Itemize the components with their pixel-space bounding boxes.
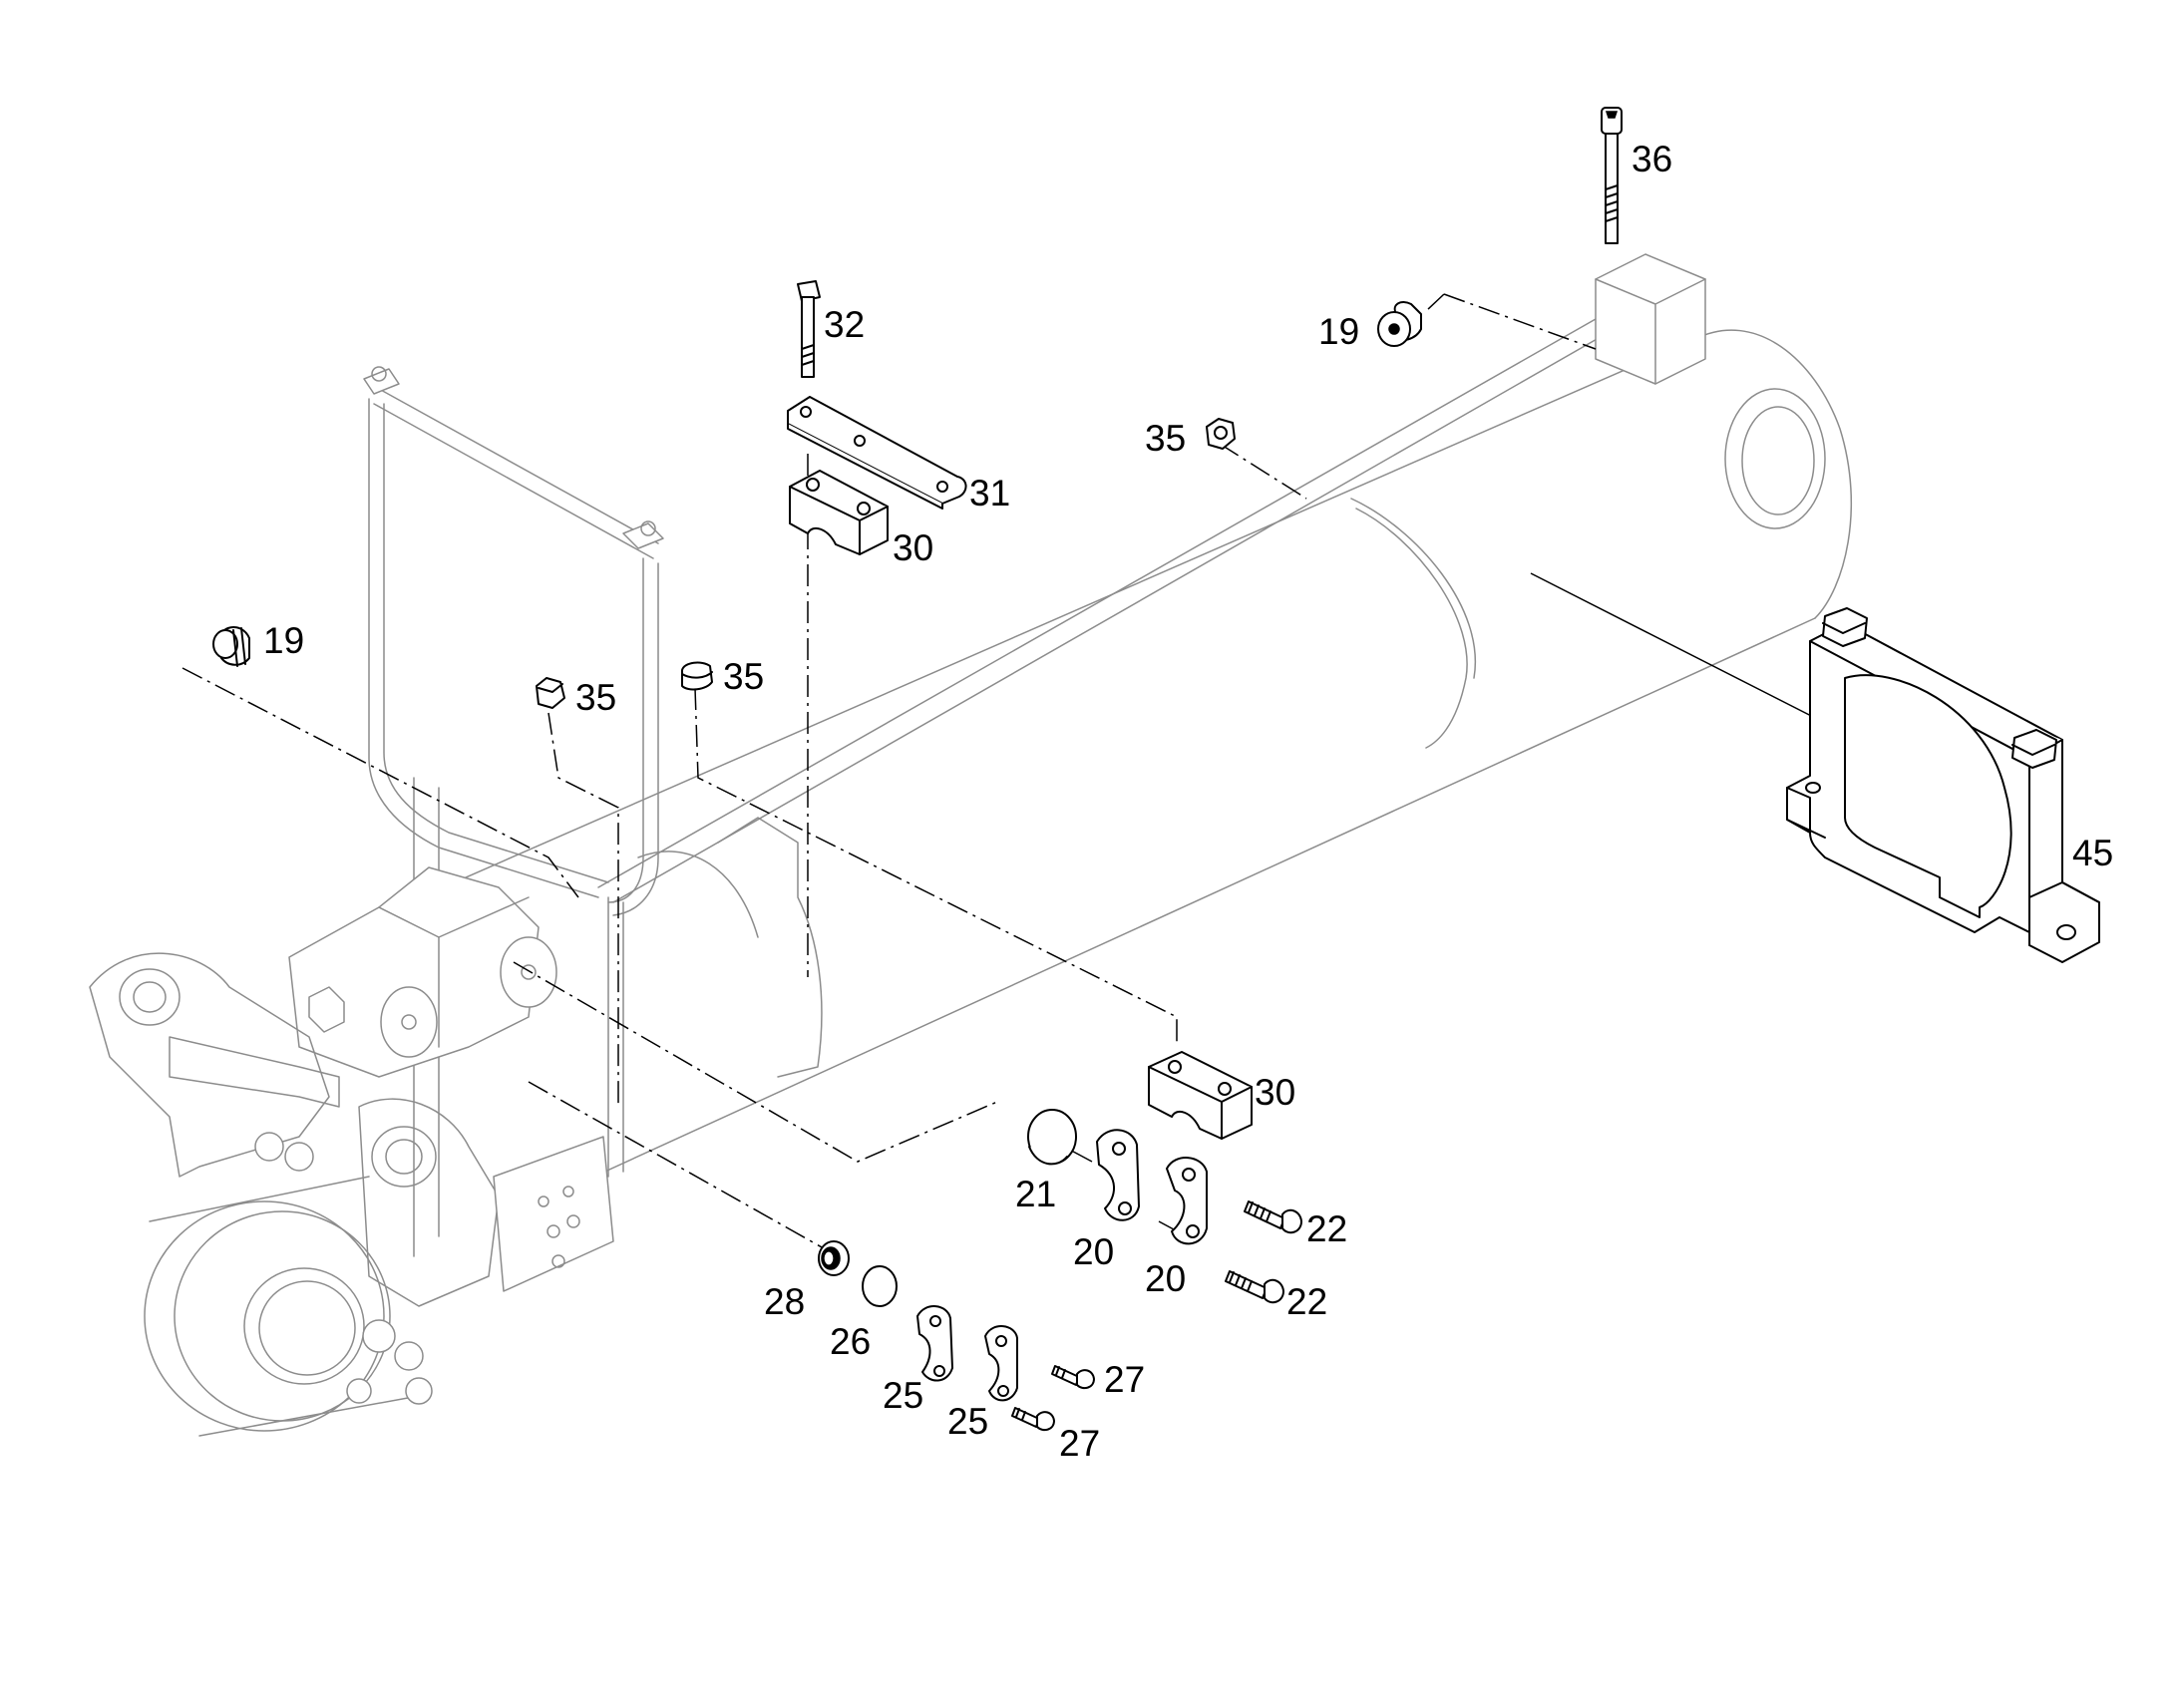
part-30-clamp-bottom [1148,1051,1253,1140]
part-25-flange-half-a [916,1305,953,1382]
hydraulic-cylinder-assembly [89,253,1853,1437]
callout-35-mid-a: 35 [575,677,616,718]
callout-22-a: 22 [1306,1208,1347,1249]
callout-30-top: 30 [893,527,933,568]
callout-labels: 36 32 19 35 31 30 19 35 35 45 30 21 20 2… [263,139,2113,1464]
part-22-bolt-a [1244,1200,1302,1234]
part-20-flange-half-b [1166,1157,1208,1245]
part-32-hex-bolt [797,280,821,378]
callout-27-a: 27 [1104,1359,1145,1400]
callout-32: 32 [824,304,865,345]
part-35-cap-nut-mid-b [681,661,713,691]
part-28-o-ring [818,1240,850,1276]
part-21-seal-disc [1027,1109,1077,1166]
part-27-bolt-a [1051,1365,1095,1390]
callout-31: 31 [969,473,1010,513]
part-30-clamp-top [789,470,889,555]
callout-35-top: 35 [1145,418,1186,459]
callout-19-left: 19 [263,620,304,661]
callout-22-b: 22 [1286,1281,1327,1322]
part-31-strap [787,396,967,510]
part-20-flange-half-a [1096,1129,1140,1221]
callout-19-top: 19 [1318,311,1359,352]
callout-25-a: 25 [883,1375,923,1416]
part-35-nut-top [1206,418,1236,450]
callout-27-b: 27 [1059,1423,1100,1464]
part-26-seal-disc [862,1265,898,1307]
callout-20-a: 20 [1073,1231,1114,1272]
callout-25-b: 25 [947,1401,988,1442]
part-19-plug-top [1377,301,1422,347]
callout-21: 21 [1015,1174,1056,1214]
part-45-mounting-saddle [1786,607,2100,963]
part-25-flange-half-b [984,1325,1018,1402]
callout-36: 36 [1632,139,1672,179]
callout-45: 45 [2072,833,2113,873]
leader-lines [182,293,1826,1392]
part-19-plug-left [212,626,250,667]
part-22-bolt-b [1225,1270,1284,1304]
callout-28: 28 [764,1281,805,1322]
part-36-cap-screw [1601,107,1623,244]
callout-20-b: 20 [1145,1258,1186,1299]
callout-26: 26 [830,1321,871,1362]
callout-35-mid-b: 35 [723,656,764,697]
part-35-nut-mid-a [536,677,565,709]
part-27-bolt-b [1011,1407,1055,1432]
callout-30-bottom: 30 [1255,1072,1295,1113]
